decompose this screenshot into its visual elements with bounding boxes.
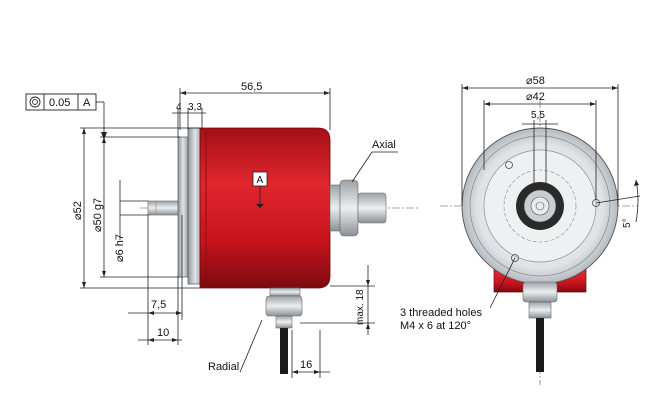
dim-dia-42: ⌀42 xyxy=(526,91,545,103)
dim-flange-a: 4 xyxy=(176,102,182,113)
concentricity-icon xyxy=(29,96,41,108)
label-radial: Radial xyxy=(208,361,239,373)
dim-shaft-offset: 7,5 xyxy=(151,299,166,311)
holes-note-line1: 3 threaded holes xyxy=(400,307,482,319)
dim-top: 5,5 xyxy=(531,110,545,121)
dim-dia-58: ⌀58 xyxy=(526,75,545,87)
front-cable xyxy=(536,318,544,372)
threaded-hole xyxy=(511,254,519,262)
dim-flange-b: 3,3 xyxy=(188,102,202,113)
dim-cable-height: max. 18 xyxy=(355,289,366,325)
tolerance-datum: A xyxy=(83,97,91,109)
datum-label: A xyxy=(257,175,264,186)
label-axial: Axial xyxy=(372,139,396,151)
radial-cable-gland xyxy=(265,287,303,374)
front-view: ⌀58 ⌀42 5,5 5° 3 threaded holes M4 x 6 a… xyxy=(400,75,641,385)
front-cable-gland xyxy=(522,281,558,303)
dim-angle: 5° xyxy=(622,218,633,228)
clamping-flange xyxy=(177,136,189,278)
side-view: A 56,5 4 3,3 ⌀52 ⌀50 g7 ⌀6 h7 xyxy=(72,81,420,378)
axial-cable-gland xyxy=(329,179,387,237)
shaft xyxy=(147,200,183,216)
dim-dia-52: ⌀52 xyxy=(72,201,84,220)
radial-cable xyxy=(280,328,288,374)
threaded-hole xyxy=(505,161,513,169)
dim-cable-width: 16 xyxy=(300,359,312,371)
tolerance-frame: 0.05 A xyxy=(25,93,107,140)
dim-shaft-length: 10 xyxy=(157,327,169,339)
tolerance-value: 0.05 xyxy=(49,97,70,109)
dim-dia-6h7: ⌀6 h7 xyxy=(114,234,126,262)
housing xyxy=(199,127,331,289)
holes-note-line2: M4 x 6 at 120° xyxy=(400,320,471,332)
dim-overall-length: 56,5 xyxy=(241,81,262,93)
dim-dia-50g7: ⌀50 g7 xyxy=(92,198,104,232)
